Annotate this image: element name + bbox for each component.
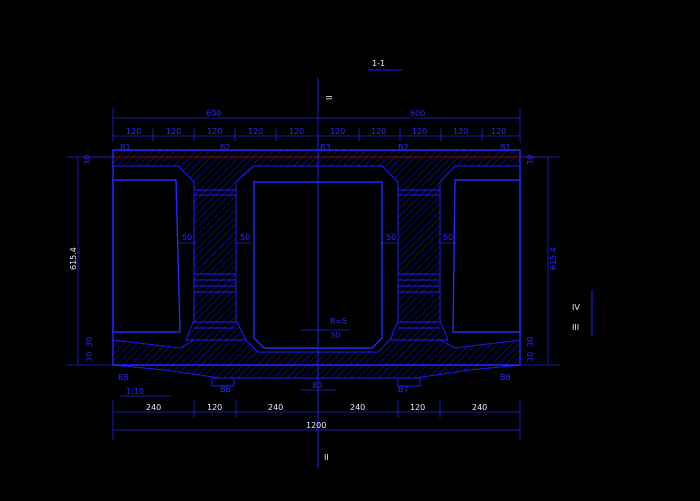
point-b2-left: B2 bbox=[220, 143, 231, 152]
bottom-slab bbox=[112, 339, 521, 379]
top-slab-right: 30 bbox=[526, 155, 535, 165]
bottom-left-b: 30 bbox=[85, 352, 94, 362]
top-seg-6: 120 bbox=[330, 127, 345, 136]
web-thick-4: 50 bbox=[443, 233, 453, 242]
section-mark-top: II bbox=[325, 95, 334, 100]
top-half-left: 600 bbox=[206, 109, 221, 118]
bottom-seg-2: 120 bbox=[207, 403, 222, 412]
point-b7: B7 bbox=[398, 385, 409, 394]
web-thick-2: 50 bbox=[240, 233, 250, 242]
bottom-right-b: 30 bbox=[526, 352, 535, 362]
top-seg-8: 120 bbox=[412, 127, 427, 136]
height-right: 615.4 bbox=[549, 247, 558, 270]
right-cell bbox=[452, 179, 521, 333]
side-mark-bottom: III bbox=[572, 323, 579, 332]
point-b1-right: B1 bbox=[500, 143, 511, 152]
bottom-total: 1200 bbox=[306, 421, 326, 430]
section-title: 1-1 bbox=[372, 59, 385, 68]
height-left: 615.4 bbox=[69, 247, 78, 270]
bottom-seg-1: 240 bbox=[146, 403, 161, 412]
point-b3: B3 bbox=[320, 143, 331, 152]
web-thick-1: 50 bbox=[182, 233, 192, 242]
center-note: R=5 bbox=[330, 317, 347, 326]
top-slab bbox=[112, 149, 521, 196]
top-seg-2: 120 bbox=[166, 127, 181, 136]
bottom-left-a: 30 bbox=[85, 337, 94, 347]
bottom-seg-3: 240 bbox=[268, 403, 283, 412]
bottom-seg-5: 120 bbox=[410, 403, 425, 412]
section-mark-bottom: II bbox=[324, 453, 329, 462]
web-right bbox=[389, 189, 449, 341]
bottom-tag: 1:10 bbox=[126, 387, 144, 396]
top-segment-ticks bbox=[152, 128, 483, 142]
point-b6: B6 bbox=[220, 385, 231, 394]
top-seg-4: 120 bbox=[248, 127, 263, 136]
top-seg-3: 120 bbox=[207, 127, 222, 136]
bottom-segment-ticks bbox=[112, 400, 521, 440]
top-seg-9: 120 bbox=[453, 127, 468, 136]
point-b1-left: B1 bbox=[120, 143, 131, 152]
web-thick-3: 50 bbox=[386, 233, 396, 242]
top-half-right: 600 bbox=[410, 109, 425, 118]
side-mark-top: IV bbox=[572, 303, 580, 312]
web-bands bbox=[194, 273, 440, 329]
top-seg-1: 120 bbox=[126, 127, 141, 136]
center-bottom: 80 bbox=[312, 381, 322, 390]
point-b2-right: B2 bbox=[398, 143, 409, 152]
bearing-left bbox=[211, 377, 235, 387]
top-seg-7: 120 bbox=[371, 127, 386, 136]
center-note-sub: 30 bbox=[330, 331, 340, 340]
left-cell bbox=[112, 179, 181, 333]
bottom-seg-4: 240 bbox=[350, 403, 365, 412]
point-b8-left: B8 bbox=[118, 373, 129, 382]
top-seg-10: 120 bbox=[491, 127, 506, 136]
top-slab-left: 30 bbox=[83, 155, 92, 165]
bottom-seg-6: 240 bbox=[472, 403, 487, 412]
web-left bbox=[185, 189, 247, 341]
top-seg-5: 120 bbox=[289, 127, 304, 136]
bearing-right bbox=[397, 377, 421, 387]
bottom-right-a: 30 bbox=[526, 337, 535, 347]
point-b8-right: B8 bbox=[500, 373, 511, 382]
center-cell bbox=[253, 181, 383, 349]
